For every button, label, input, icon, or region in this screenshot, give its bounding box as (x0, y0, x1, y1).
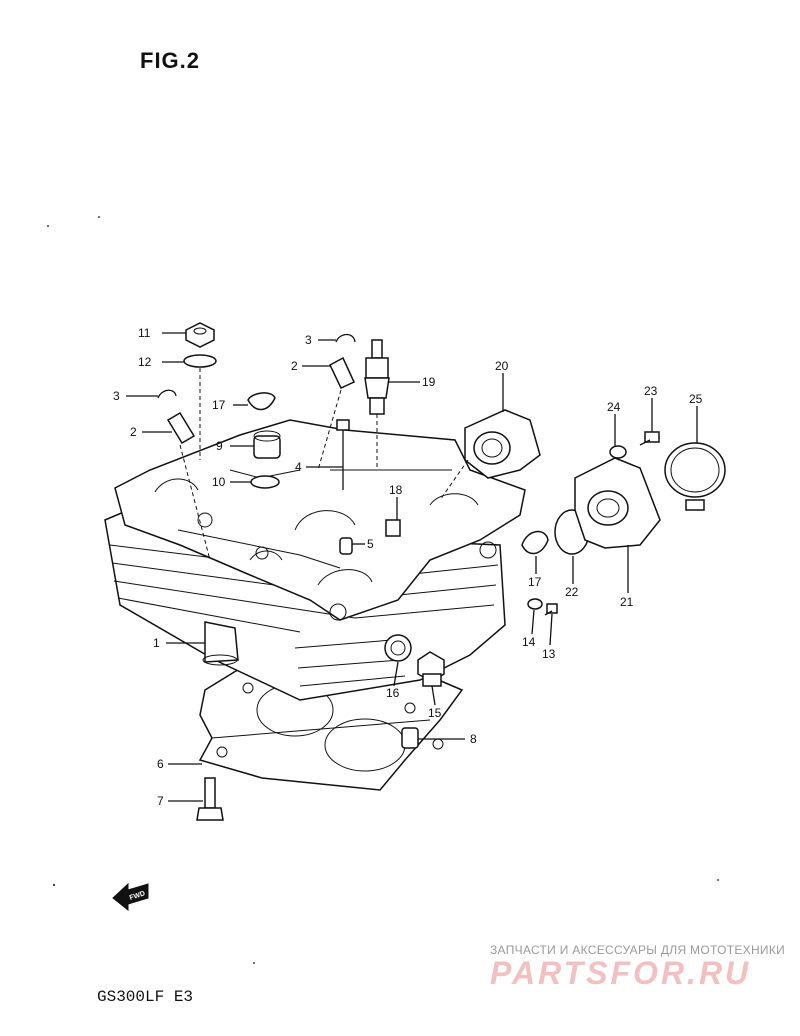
seal-17-left (247, 392, 276, 411)
dowel-5 (339, 537, 353, 555)
washer-14 (527, 598, 543, 610)
callout-23: 23 (644, 384, 658, 398)
callout-1: 1 (153, 636, 160, 650)
callout-7: 7 (157, 794, 164, 808)
callout-17-left: 17 (212, 398, 226, 412)
watermark-tagline: ЗАПЧАСТИ И АКСЕССУАРЫ ДЛЯ МОТОТЕХНИКИ (490, 943, 786, 957)
callout-24: 24 (607, 400, 621, 414)
callout-5: 5 (367, 537, 374, 551)
callout-17-right: 17 (528, 575, 542, 589)
bolt-7 (196, 777, 224, 821)
dowel-2-top (329, 356, 355, 389)
callout-9: 9 (216, 439, 223, 453)
callout-3-left: 3 (113, 389, 120, 403)
head-gasket (198, 654, 464, 791)
figure-title: FIG.2 (140, 48, 201, 73)
intake-pipe-20 (464, 409, 541, 479)
callout-8: 8 (470, 732, 477, 746)
stud-4 (336, 419, 350, 490)
clip-3-top (335, 333, 356, 343)
watermark-logo: PARTSFOR.RU (490, 955, 752, 991)
spark-plug-19 (364, 339, 390, 415)
scan-specks (47, 216, 719, 964)
model-code: GS300LF E3 (97, 988, 194, 1006)
leader-lines (126, 332, 698, 802)
cylinder-head (104, 419, 526, 701)
callout-25: 25 (689, 392, 703, 406)
callout-2-top: 2 (291, 359, 298, 373)
nut-11 (185, 322, 215, 348)
callout-20: 20 (495, 359, 509, 373)
fwd-label: FWD (129, 890, 146, 902)
callout-22: 22 (565, 585, 579, 599)
cap-nut-9 (253, 430, 281, 459)
callout-16: 16 (386, 686, 400, 700)
clip-3-left (157, 389, 177, 399)
callout-19: 19 (422, 375, 436, 389)
callout-2-left: 2 (130, 425, 137, 439)
washer-24 (609, 445, 627, 459)
callout-21: 21 (620, 595, 634, 609)
callout-18: 18 (389, 483, 403, 497)
dowel-2-left (166, 411, 196, 445)
callout-6: 6 (157, 757, 164, 771)
block-18 (385, 519, 401, 537)
seal-17-right (521, 530, 549, 555)
clamp-25 (664, 442, 726, 511)
intake-pipe-21 (574, 457, 661, 549)
fwd-arrow-icon: FWD (112, 882, 149, 912)
callout-3-top: 3 (305, 333, 312, 347)
callouts: 11 12 3 2 17 9 10 3 2 4 5 18 19 20 17 22… (113, 326, 703, 808)
dowel-8 (401, 727, 419, 749)
callout-15: 15 (428, 706, 442, 720)
callout-12: 12 (138, 355, 152, 369)
screw-23 (639, 431, 660, 446)
callout-14: 14 (522, 635, 536, 649)
callout-10: 10 (212, 475, 226, 489)
screw-13 (544, 603, 558, 616)
callout-4: 4 (295, 460, 302, 474)
callout-11: 11 (138, 326, 151, 340)
plug-bolt-15 (417, 651, 445, 687)
callout-13: 13 (542, 647, 556, 661)
washer-10 (250, 475, 280, 489)
washer-12 (183, 354, 217, 368)
